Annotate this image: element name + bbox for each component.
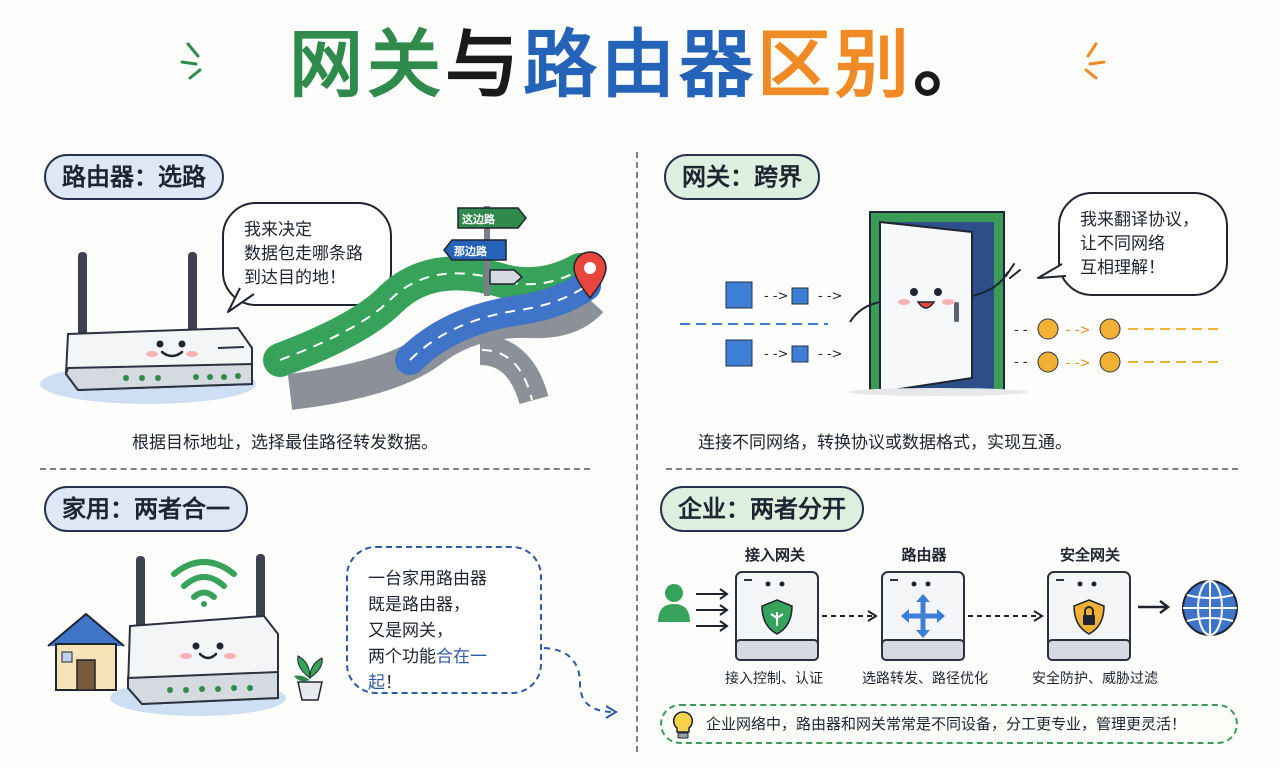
enterprise-router-device [881,571,965,661]
title-part-period: 。 [913,22,991,108]
blue-packets-flow: - -> - -> - -> - -> [680,281,842,367]
location-pin-icon [573,251,607,300]
horizontal-divider-left [40,468,590,470]
road-paths-illustration [263,253,604,410]
title-part-difference: 区别 [757,22,913,108]
access-gateway-desc: 接入控制、认证 [725,671,823,687]
svg-text:- ->: - -> [818,347,842,362]
gateway-to-router-connector [822,610,878,622]
security-gateway-label: 安全网关 [1059,546,1120,564]
router-bubble-tail [227,287,255,313]
home-dashed-bubble: 一台家用路由器 既是路由器， 又是网关， 两个功能合在一起！ [346,546,542,694]
home-bubble-line2: 既是路由器， [368,595,470,615]
horizontal-divider-right [666,468,1238,470]
svg-text:- ->: - -> [764,289,788,304]
title-part-router: 路由器 [523,22,757,108]
title-part-gateway: 网关 [289,22,445,108]
gateway-bubble-tail [1037,263,1067,279]
svg-text:- ->: - -> [1066,356,1090,371]
svg-text:- ->: - -> [1066,323,1090,338]
svg-text:- -: - - [1014,355,1028,370]
gateway-speech-bubble: 我来翻译协议， 让不同网络 互相理解！ [1058,192,1228,296]
wifi-icon [171,559,237,607]
access-gateway-device [735,571,819,661]
gateway-section-heading: 网关：跨界 [664,154,820,200]
home-bubble-line4: 两个功能合在一起！ [368,644,520,696]
globe-icon [1182,580,1238,636]
enterprise-section-heading: 企业：两者分开 [660,486,864,532]
home-line4-suffix: ！ [385,673,402,693]
home-line4-prefix: 两个功能 [368,647,436,667]
home-bubble-line3: 又是网关， [368,621,453,641]
page-title: 网关与路由器区别。 [0,28,1280,102]
gateway-caption: 连接不同网络，转换协议或数据格式，实现互通。 [698,433,1072,453]
home-router-illustration [110,554,286,716]
user-icon [658,584,690,622]
home-section-heading: 家用：两者合一 [44,486,248,532]
home-dashed-arrow [543,647,618,719]
lightbulb-icon [672,711,694,739]
security-gateway-desc: 安全防护、威胁过滤 [1032,671,1158,687]
security-gateway-device [1047,571,1131,661]
vertical-divider [636,152,638,752]
gateway-door-illustration [848,211,1028,396]
signpost-bottom-label: 那边路 [454,245,487,258]
router-section-heading: 路由器：选路 [44,154,224,200]
home-line4-highlight: 合在一起 [368,647,487,693]
security-to-internet-arrow [1138,600,1171,614]
title-part-and: 与 [445,22,523,108]
router-to-security-connector [968,610,1044,622]
home-bubble-line1: 一台家用路由器 [368,569,487,589]
user-to-gateway-arrows [696,588,729,632]
router-caption: 根据目标地址，选择最佳路径转发数据。 [132,433,438,453]
enterprise-router-desc: 选路转发、路径优化 [862,671,988,687]
signpost-illustration [443,206,527,296]
sparkle-right-icon [1084,42,1106,80]
svg-text:- ->: - -> [764,347,788,362]
svg-text:- ->: - -> [818,289,842,304]
house-icon [47,613,125,691]
enterprise-note-text: 企业网络中，路由器和网关常常是不同设备，分工更专业，管理更灵活！ [706,715,1187,733]
enterprise-note: 企业网络中，路由器和网关常常是不同设备，分工更专业，管理更灵活！ [660,704,1238,744]
router-speech-bubble: 我来决定 数据包走哪条路 到达目的地！ [222,202,392,306]
orange-packets-flow: - - - -> - - - -> [1014,318,1222,373]
signpost-top-label: 这边路 [462,213,495,226]
plant-icon [294,655,323,701]
svg-text:- -: - - [1014,323,1028,338]
enterprise-router-label: 路由器 [901,546,947,564]
access-gateway-label: 接入网关 [744,546,805,564]
sparkle-left-icon [180,42,202,80]
router-device-illustration [40,252,256,404]
